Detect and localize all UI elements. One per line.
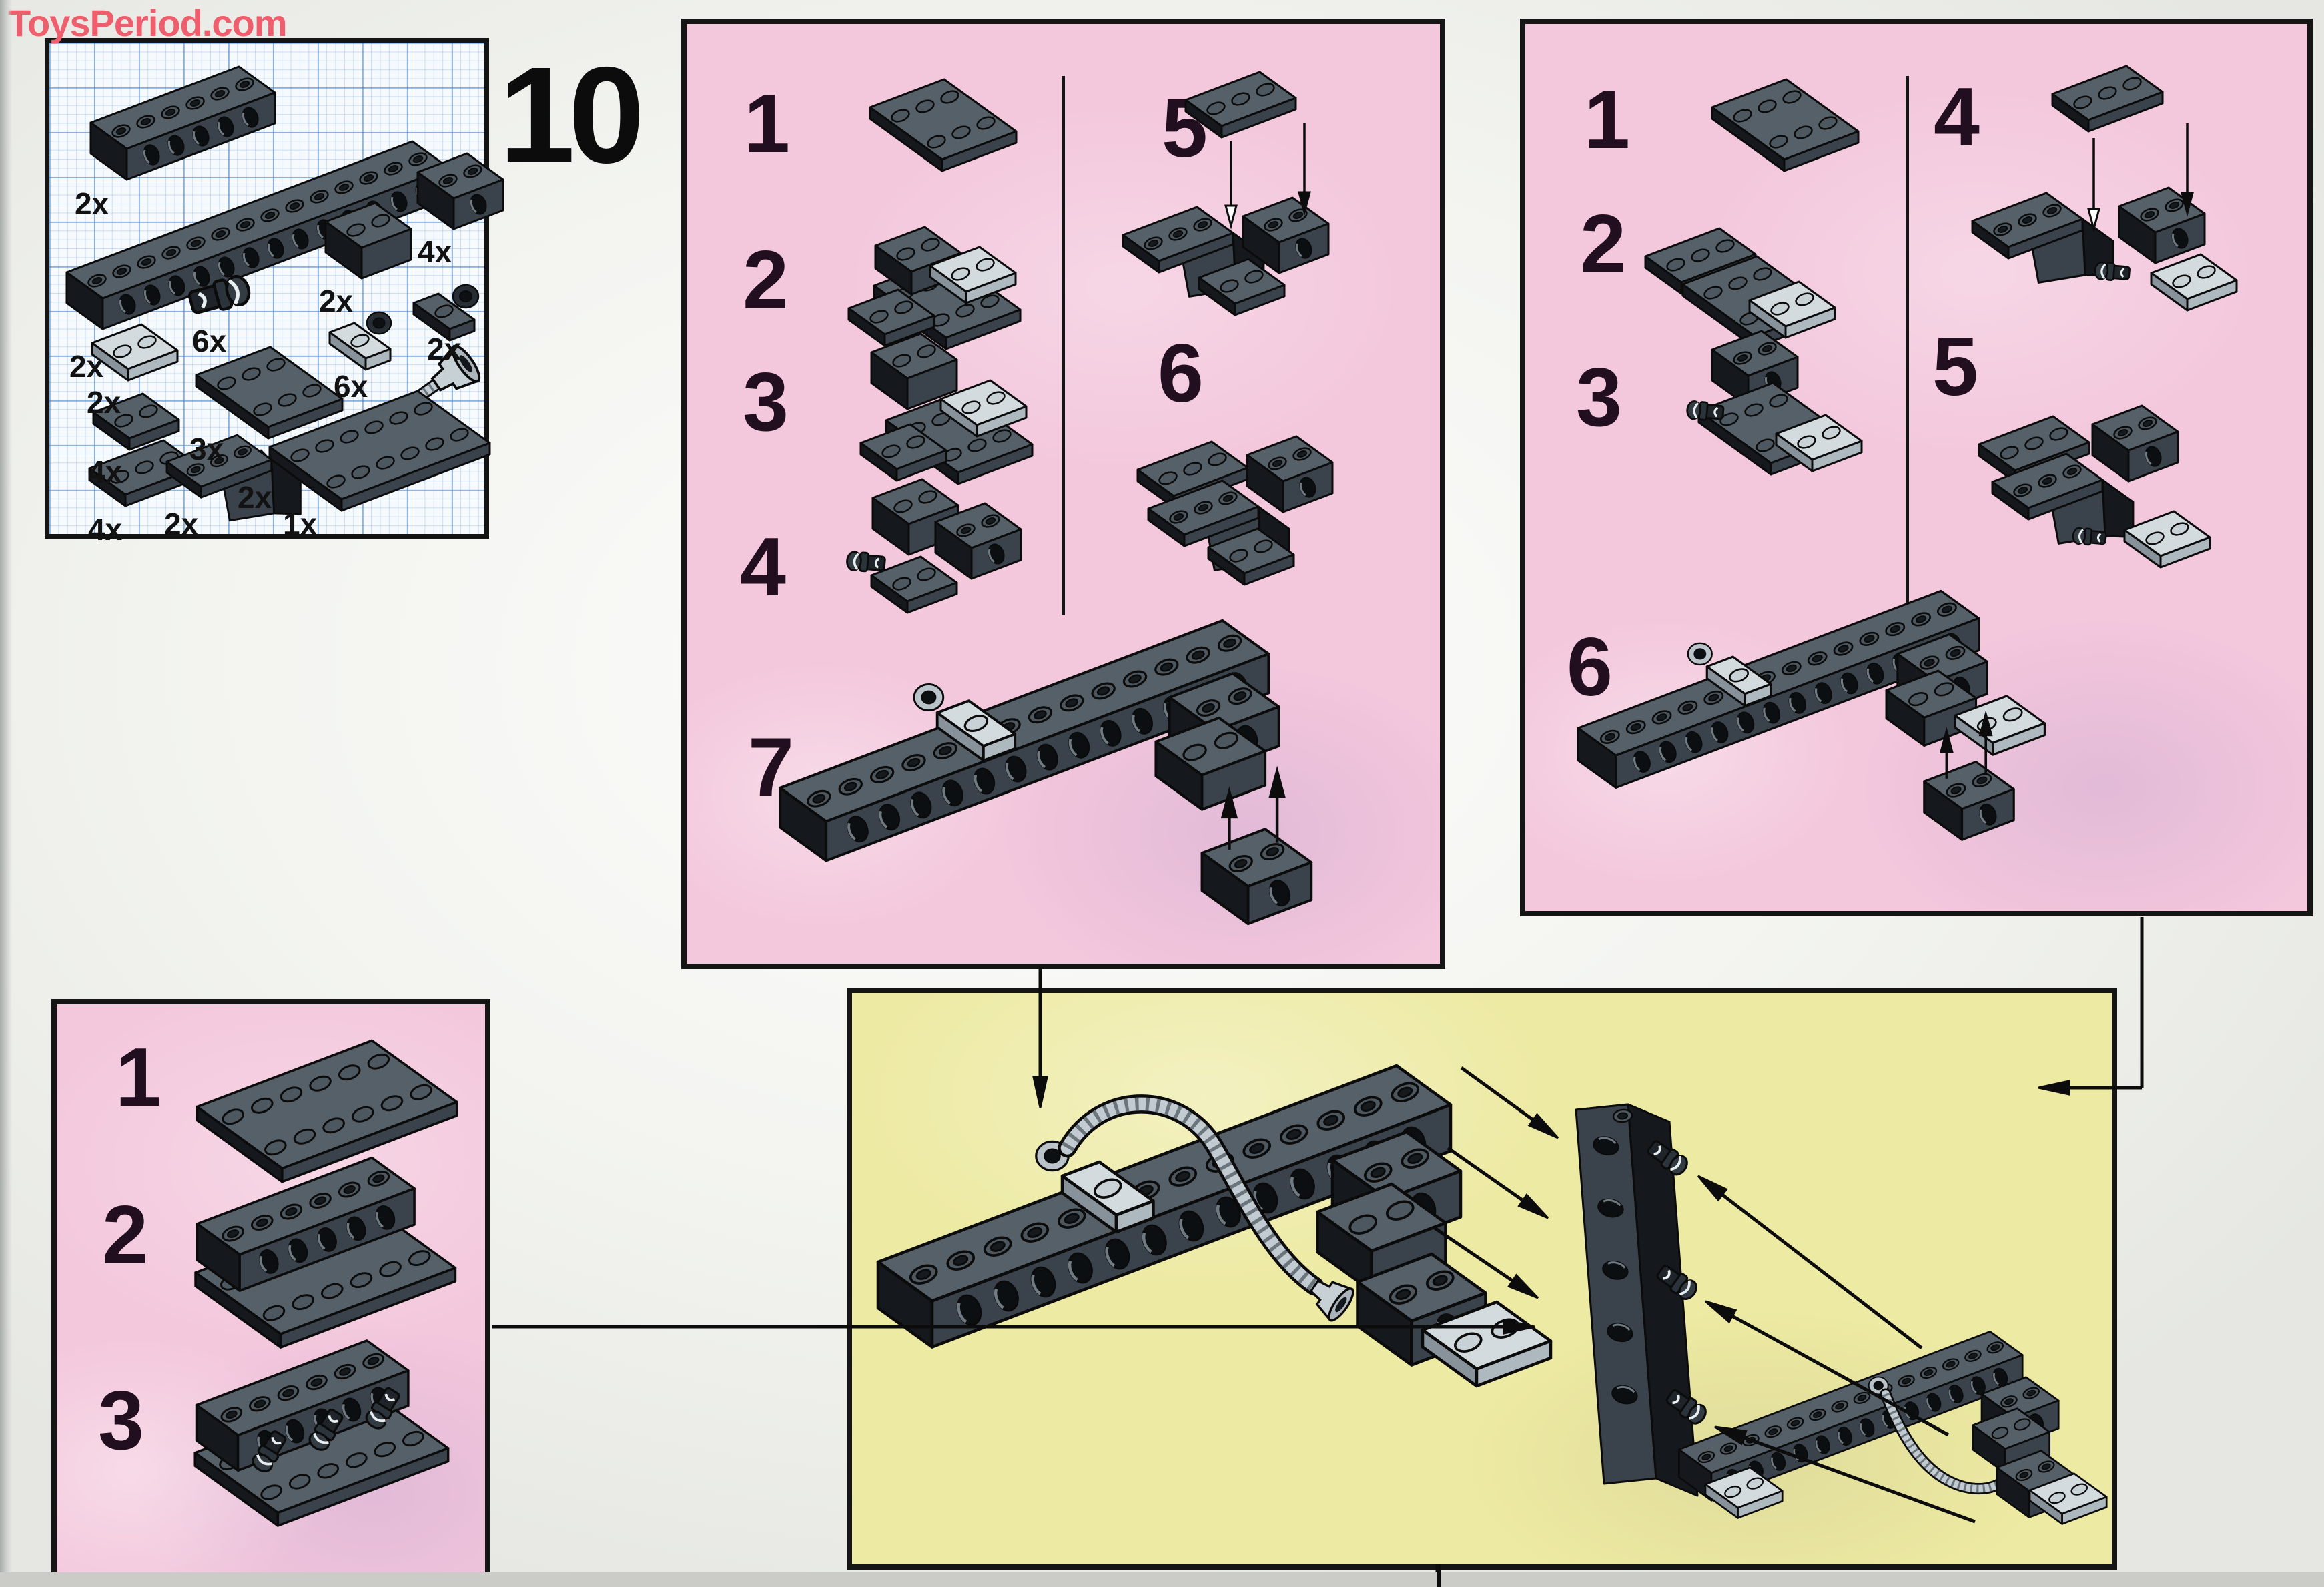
- part-qty-plate-1x1-with-ring-gray: 6x: [334, 369, 368, 404]
- part-inverted-slope: [165, 434, 302, 522]
- part-qty-plate-1x2-light-gray: 2x: [87, 385, 121, 420]
- part-qty-plate-2x3: 3x: [189, 432, 224, 466]
- part-plate-1x1-with-ring-gray: [328, 311, 392, 371]
- left-panel-step-7-illustration: [779, 619, 1313, 926]
- panel-substeps-right: 1 2 3 4 5 6: [1520, 19, 2313, 916]
- left-panel-step-1-illustration: [869, 78, 1018, 172]
- part-qty-plate-1x2: 4x: [88, 454, 123, 489]
- right-panel-step-number-1: 1: [1584, 74, 1630, 166]
- part-qty-technic-brick-1x14: 2x: [69, 349, 104, 384]
- bottom-panel-step-number-1: 1: [115, 1032, 161, 1124]
- panel-substeps-bottom-left: 1 2 3: [51, 999, 490, 1578]
- bottom-panel-step-number-3: 3: [98, 1375, 144, 1467]
- right-panel-step-4-illustration: [1971, 65, 2238, 312]
- left-panel-column-divider: [1062, 76, 1065, 615]
- part-technic-brick-1x2: [416, 152, 504, 230]
- part-technic-brick-1x6: [89, 65, 276, 181]
- part-qty-plate-2x6: 1x: [283, 507, 318, 541]
- part-qty-technic-brick-1x6: 2x: [75, 186, 109, 221]
- bottom-panel-step-1-illustration: [196, 1039, 458, 1183]
- assembly-left-beam-assembly: [876, 1064, 1553, 1388]
- right-panel-step-number-3: 3: [1576, 352, 1622, 444]
- part-qty-plate-1x1-with-ring-black: 2x: [427, 332, 462, 366]
- right-panel-step-number-2: 2: [1580, 198, 1626, 290]
- left-panel-step-3-illustration: [859, 332, 1034, 485]
- bottom-panel-step-number-2: 2: [102, 1189, 148, 1281]
- part-brick-1x2: [324, 202, 412, 280]
- assembly-connector-brick-1x6-with-pegs: [1575, 1103, 1707, 1497]
- part-plate-1x2-light-gray: [91, 323, 179, 382]
- left-panel-step-2-illustration: [847, 226, 1022, 350]
- right-panel-step-number-6: 6: [1567, 621, 1613, 713]
- step-page-number: 10: [499, 39, 645, 192]
- part-qty-connector-peg: 6x: [192, 324, 227, 358]
- part-qty-brick-1x2: 2x: [319, 284, 354, 318]
- right-panel-column-divider: [1906, 76, 1909, 685]
- panel-final-assembly: [847, 988, 2117, 1570]
- page-bottom-edge: [0, 1572, 2324, 1587]
- part-plate-2x3: [195, 346, 344, 440]
- part-qty-plate-1x3: 4x: [88, 512, 123, 547]
- part-plate-1x1-with-ring-black: [412, 284, 480, 342]
- right-panel-step-3-illustration: [1686, 330, 1863, 476]
- left-panel-step-number-1: 1: [744, 78, 790, 170]
- right-panel-step-number-4: 4: [1934, 71, 1980, 164]
- bottom-panel-step-2-illustration: [194, 1156, 457, 1349]
- left-panel-step-6-illustration: [1136, 435, 1334, 586]
- right-panel-step-5-illustration: [1978, 404, 2211, 569]
- part-plate-2x6: [268, 390, 491, 512]
- left-panel-step-number-6: 6: [1158, 328, 1204, 420]
- watermark-text: ToysPeriod.com: [8, 2, 288, 44]
- parts-illustrations: [65, 65, 504, 522]
- left-panel-step-number-3: 3: [743, 356, 789, 448]
- left-panel-step-5-illustration: [1122, 71, 1330, 316]
- part-qty-technic-brick-1x2: 4x: [418, 234, 452, 269]
- left-panel-step-number-2: 2: [743, 234, 789, 326]
- right-panel-step-6-illustration: [1577, 589, 2046, 841]
- right-panel-step-1-illustration: [1711, 78, 1860, 172]
- part-qty-flexible-hose: 2x: [238, 480, 272, 515]
- part-connector-peg: [187, 274, 251, 314]
- assembly-right-beam-assembly: [1678, 1331, 2108, 1525]
- right-panel-step-number-5: 5: [1932, 321, 1978, 413]
- part-qty-inverted-slope: 2x: [164, 507, 199, 541]
- bottom-panel-step-3-illustration: [193, 1339, 450, 1527]
- right-panel-step-2-illustration: [1644, 227, 1836, 349]
- left-panel-step-4-illustration: [846, 478, 1022, 614]
- left-panel-step-number-4: 4: [740, 521, 786, 613]
- page-left-edge: [0, 0, 12, 1587]
- next-panel-tick: [1437, 1564, 1441, 1587]
- part-plate-1x2: [92, 392, 180, 451]
